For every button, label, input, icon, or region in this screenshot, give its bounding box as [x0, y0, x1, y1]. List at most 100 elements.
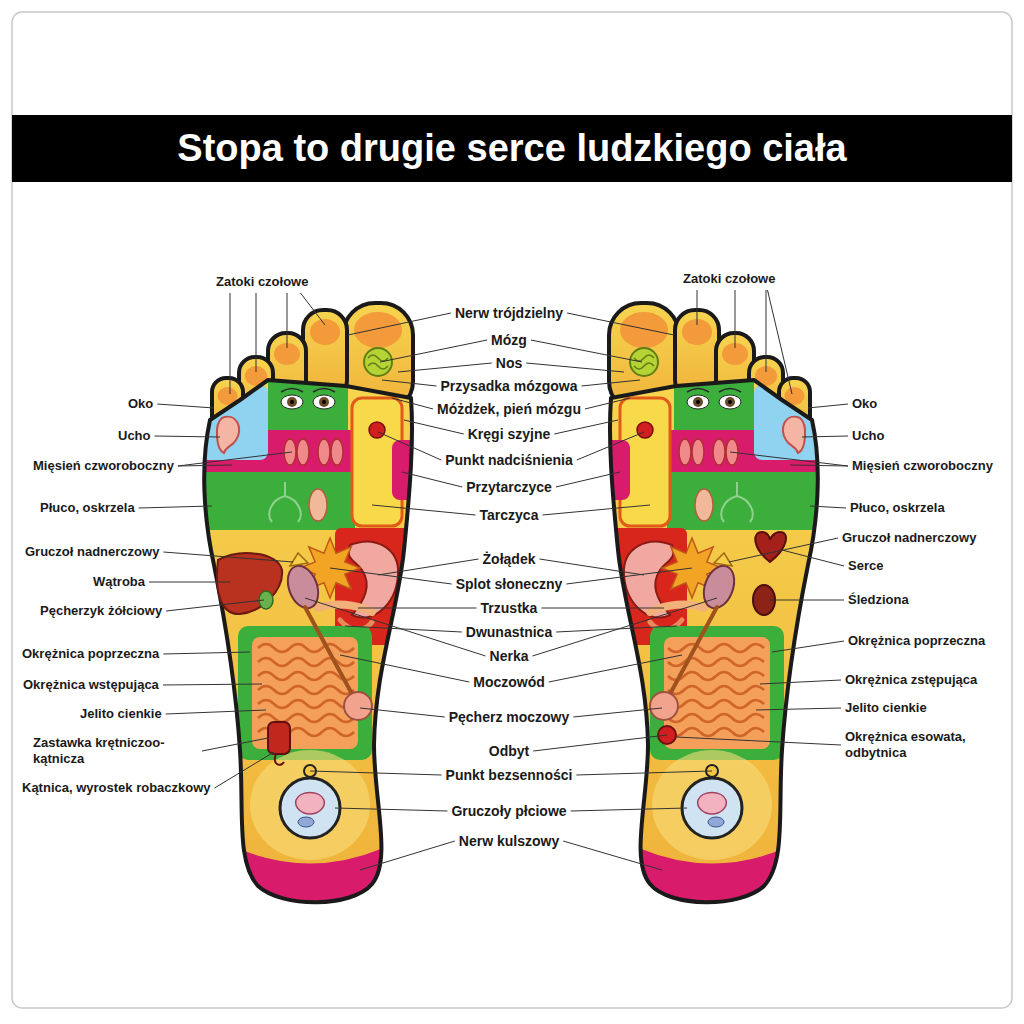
leader-line: [573, 708, 662, 717]
leader-line: [163, 552, 293, 562]
organ-label: Splot słoneczny: [456, 576, 563, 592]
leader-line: [163, 684, 262, 685]
organ-label: Mięsień czworoboczny: [852, 458, 993, 474]
organ-label: Ucho: [852, 428, 885, 444]
pupil: [322, 400, 326, 404]
gonad-icon: [296, 793, 325, 815]
organ-label: Jelito cienkie: [80, 706, 162, 722]
leader-line: [542, 505, 650, 515]
leader-line: [358, 608, 477, 609]
leader-line: [756, 708, 841, 710]
organ-label: Zatoki czołowe: [683, 271, 775, 287]
leader-line: [556, 472, 620, 487]
ureter-icon: [305, 607, 352, 694]
leader-line: [378, 559, 479, 575]
leader-line: [770, 600, 844, 601]
leader-line: [330, 568, 452, 584]
leader-line: [541, 608, 664, 609]
organ-label: Punkt bezsenności: [446, 767, 573, 783]
leader-line: [539, 559, 644, 575]
leader-line: [760, 680, 841, 684]
organ-label: Gruczoł nadnerczowy: [842, 530, 976, 546]
leader-line: [378, 432, 441, 460]
leader-line: [772, 641, 844, 652]
leader-line: [808, 404, 848, 408]
organ-label: Mózg: [491, 332, 527, 348]
leader-line: [335, 808, 447, 811]
organ-label: Pęcherzyk żółciowy: [40, 603, 162, 619]
organ-label: Okrężnica wstępująca: [23, 677, 159, 693]
leader-line: [810, 506, 846, 508]
organ-label: Okrężnica esowata, odbytnica: [845, 729, 1010, 761]
leader-line: [676, 737, 841, 745]
eyebrow: [281, 389, 335, 393]
organ-label: Płuco, oskrzela: [40, 500, 135, 516]
heel-zone: [250, 750, 370, 860]
organ-label: Okrężnica zstępująca: [845, 672, 977, 688]
organ-label: Okrężnica poprzeczna: [848, 633, 985, 649]
organ-label: Okrężnica poprzeczna: [22, 646, 159, 662]
organ-label: Trzustka: [481, 600, 538, 616]
leader-line: [157, 404, 214, 408]
organ-label: Przytarczyce: [466, 479, 552, 495]
leader-line: [531, 340, 642, 362]
leader-line: [300, 293, 325, 325]
gonad-icon: [298, 817, 314, 827]
organ-label: Nerw kulszowy: [459, 833, 559, 849]
right-foot: [600, 303, 822, 920]
iris: [287, 397, 297, 407]
organ-label: Gruczoł nadnerczowy: [25, 544, 159, 560]
lung-icon: [318, 439, 330, 465]
gonad-zone: [280, 778, 340, 838]
organ-label: Odbyt: [489, 743, 529, 759]
leader-line: [305, 598, 486, 656]
leader-line: [730, 452, 848, 466]
eye-icon: [281, 395, 303, 409]
adrenal-icon: [290, 553, 308, 566]
leader-line: [178, 452, 292, 466]
leader-line: [348, 313, 451, 335]
leader-line: [563, 841, 662, 870]
left-foot-organs: [217, 553, 290, 765]
leader-line: [576, 771, 712, 775]
leader-line: [533, 735, 667, 751]
title-bar: Stopa to drugie serce ludzkiego ciała: [12, 115, 1012, 182]
organ-label: Płuco, oskrzela: [850, 500, 945, 516]
leader-line: [380, 340, 487, 362]
organ-label: Nerka: [490, 648, 529, 664]
leader-line: [256, 293, 257, 372]
ileocecal-icon: [268, 722, 290, 754]
kidney-icon: [282, 562, 323, 613]
organ-label: Tarczyca: [480, 507, 539, 523]
leader-line: [735, 290, 736, 348]
organ-label: Mięsień czworoboczny: [33, 458, 174, 474]
leader-line: [372, 505, 476, 515]
lung-icon: [297, 439, 309, 465]
lung-icon: [331, 439, 343, 465]
leader-line: [566, 568, 692, 584]
leader-line: [166, 710, 266, 714]
leader-line: [526, 363, 624, 372]
eye-icon: [313, 395, 335, 409]
leader-line: [139, 506, 212, 508]
leader-line: [287, 293, 288, 348]
ear-icon: [217, 417, 239, 453]
organ-label: Nos: [496, 355, 522, 371]
leader-line: [163, 652, 250, 654]
organ-label: Moczowód: [473, 674, 545, 690]
leader-line: [360, 708, 445, 717]
leader-line: [392, 398, 433, 409]
sinus-zone: [310, 319, 340, 345]
zones: [200, 375, 422, 920]
title-text: Stopa to drugie serce ludzkiego ciała: [177, 127, 846, 170]
leader-line: [398, 363, 492, 372]
leader-line: [155, 436, 221, 437]
organ-label: Żołądek: [483, 551, 536, 567]
appendix-icon: [275, 754, 284, 765]
leader-line: [767, 290, 792, 394]
leader-line: [532, 598, 717, 656]
organ-label: Przysadka mózgowa: [441, 378, 578, 394]
organ-label: Nerw trójdzielny: [455, 305, 563, 321]
sole-outline: [204, 380, 412, 902]
leader-line: [360, 841, 455, 870]
